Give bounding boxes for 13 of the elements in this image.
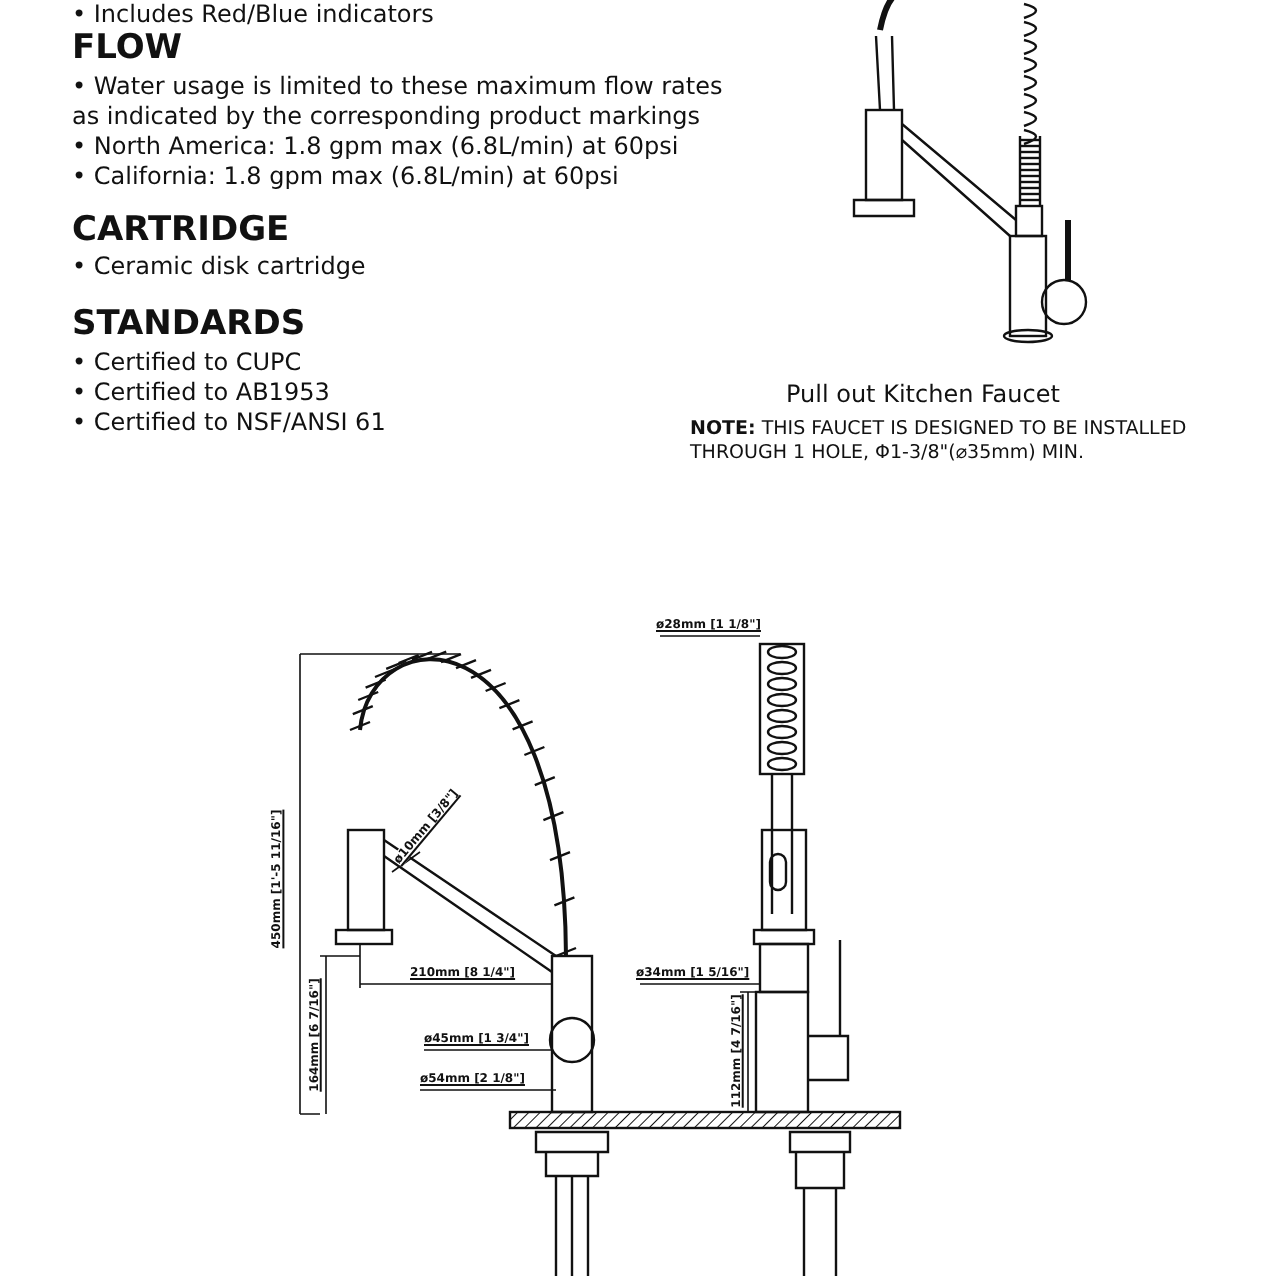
bullet-text: • Water usage is limited to these maximum flow rates as indicated by the corresponding product markings xyxy=(72,72,725,132)
bullet-text: • Ceramic disk cartridge xyxy=(72,252,368,282)
bullet-text: • California: 1.8 gpm max (6.8L/min) at 60psi xyxy=(72,162,621,192)
bullet-text: • Includes Red/Blue indicators xyxy=(72,0,436,30)
caption-text: Pull out Kitchen Faucet xyxy=(786,380,1062,410)
bullet-text: • North America: 1.8 gpm max (6.8L/min) at 60psi xyxy=(72,132,681,162)
bullet-text: • Certified to NSF/ANSI 61 xyxy=(72,408,388,438)
section-heading: STANDARDS xyxy=(72,304,308,344)
section-heading: FLOW xyxy=(72,28,185,68)
section-heading: CARTRIDGE xyxy=(72,210,292,250)
bullet-text: • Certified to CUPC xyxy=(72,348,304,378)
note-text: NOTE: THIS FAUCET IS DESIGNED TO BE INSTALLED THROUGH 1 HOLE, Φ1-3/8"(⌀35mm) MIN. xyxy=(690,418,1189,466)
bullet-text: • Certified to AB1953 xyxy=(72,378,332,408)
